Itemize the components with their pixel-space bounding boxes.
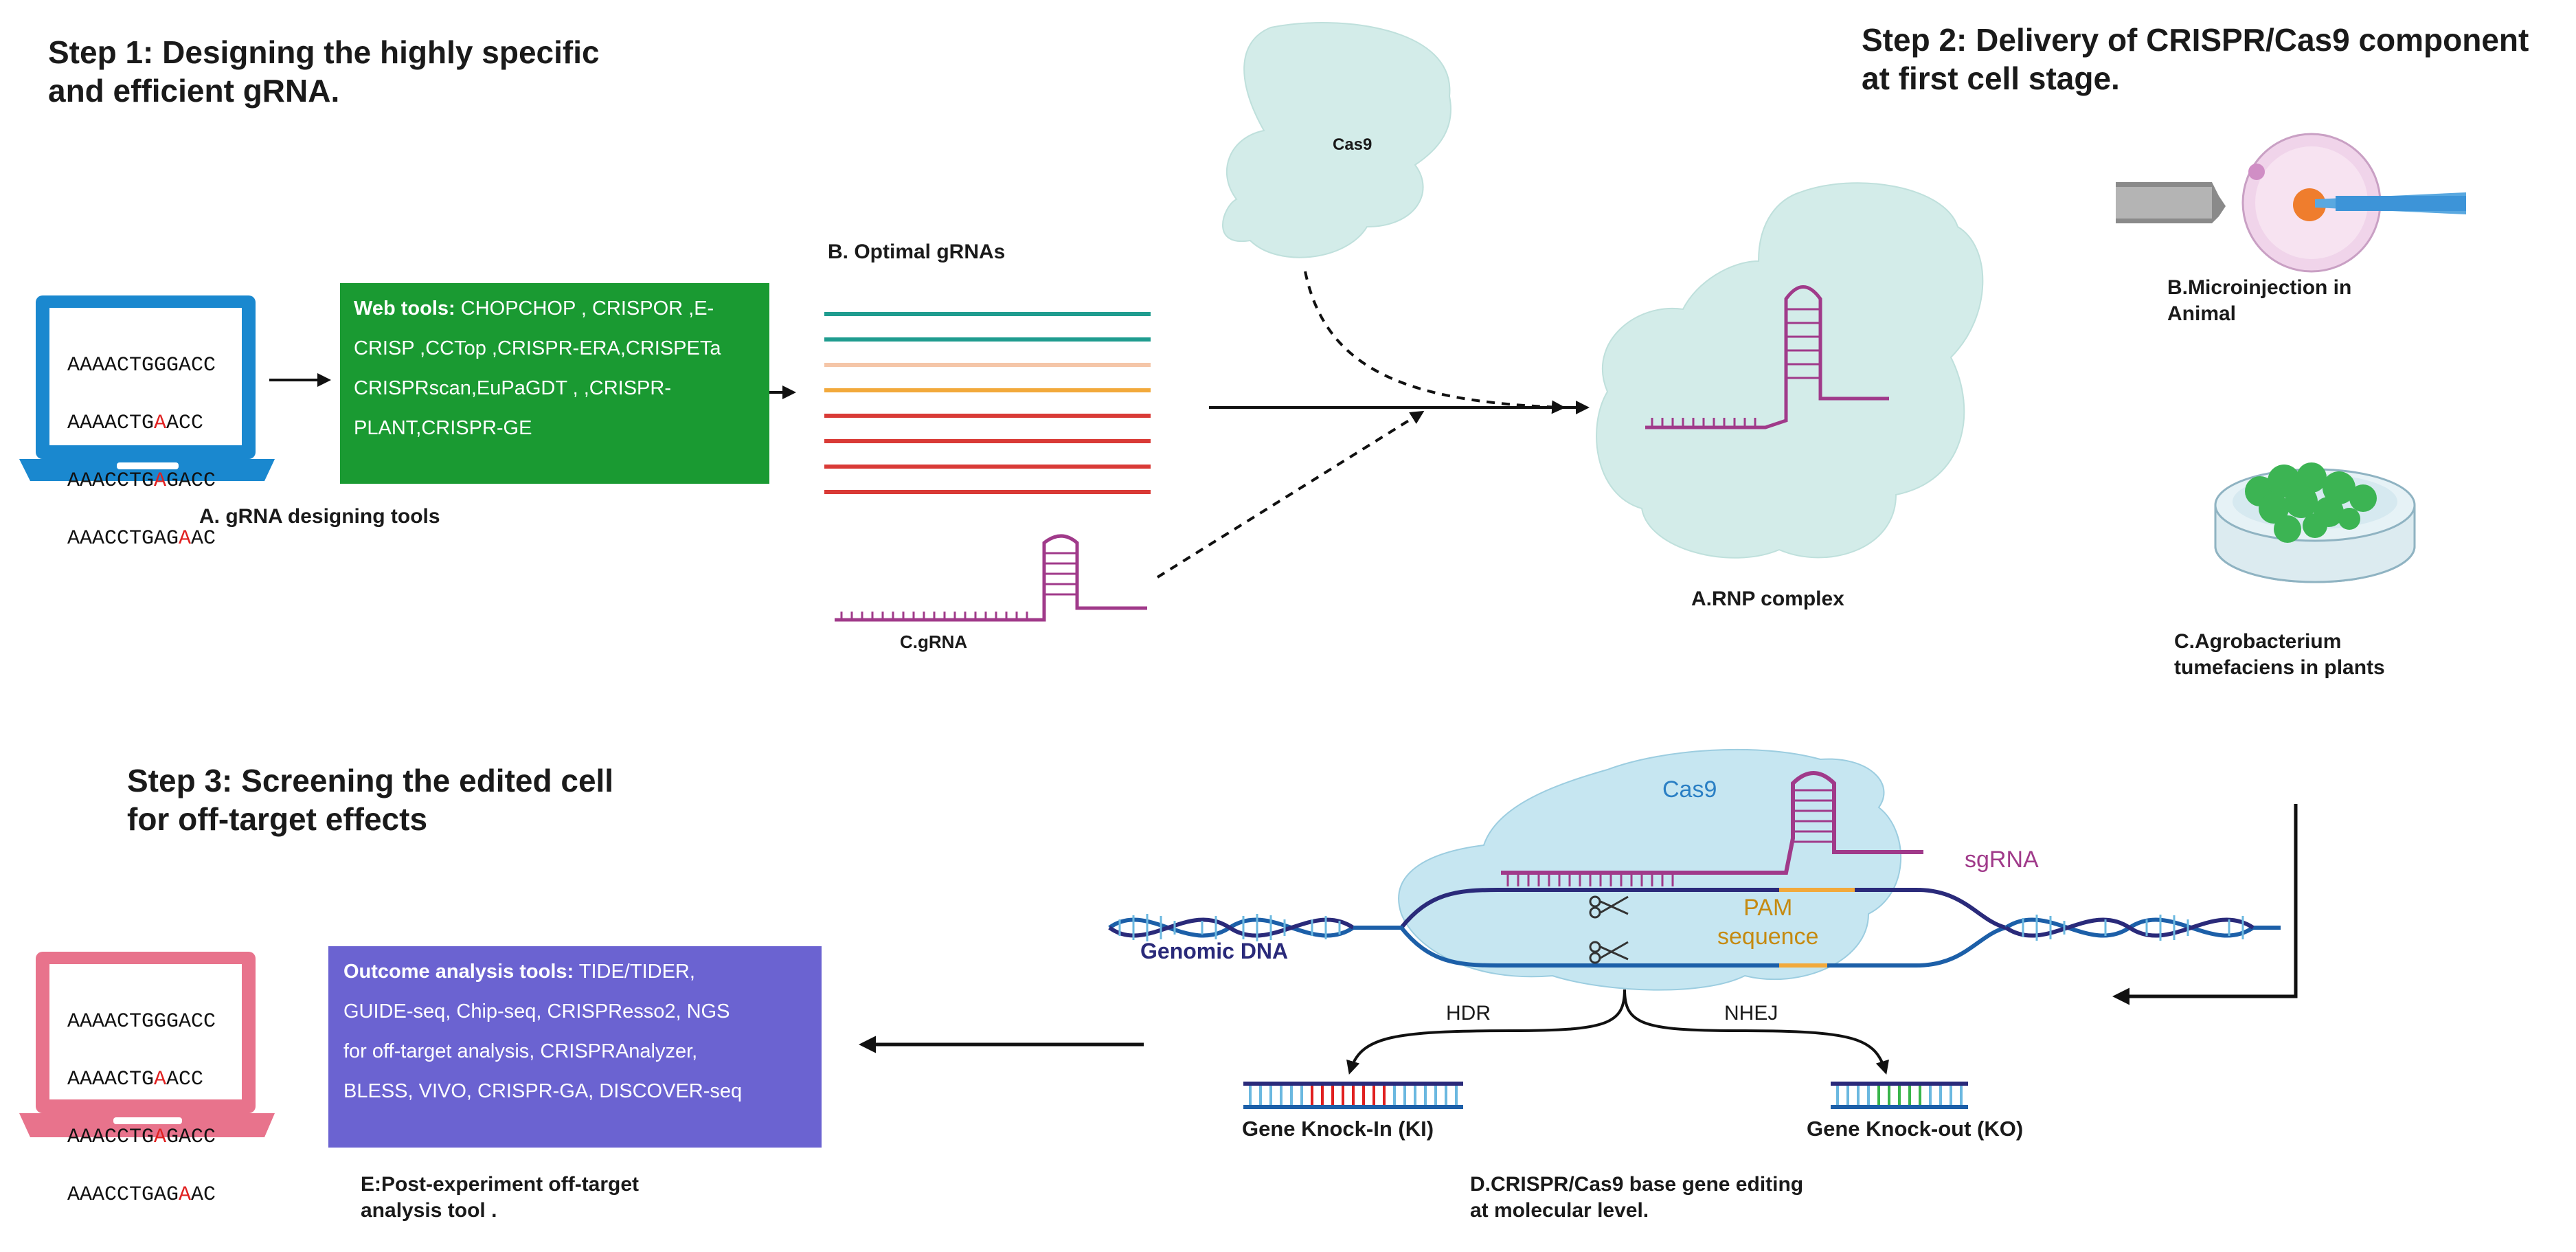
seq-line: AAACCTGAGAAC: [67, 527, 216, 550]
laptop-blue-icon: [19, 295, 275, 481]
caption-post-experiment-line1: E:Post-experiment off-target: [361, 1173, 640, 1196]
step3-heading-line2: for off-target effects: [127, 801, 428, 837]
grna-molecule: [835, 534, 1147, 622]
label-genomic-dna: Genomic DNA: [1140, 939, 1289, 963]
scissors-icon: [1589, 895, 1629, 964]
seq-line: AAAACTGGGACC: [67, 1010, 216, 1033]
web-tools-line4: PLANT,CRISPR-GE: [354, 417, 532, 439]
microinjection-icon: [2116, 133, 2466, 273]
outcome-tools-line4: BLESS, VIVO, CRISPR-GA, DISCOVER-seq: [343, 1080, 743, 1102]
cas9-protein-blob: [1222, 22, 1451, 258]
sgrna-molecule: [1501, 771, 1923, 886]
caption-post-experiment-line2: analysis tool .: [361, 1199, 497, 1222]
step1-heading-line1: Step 1: Designing the highly specific: [48, 34, 600, 70]
caption-optimal-grnas: B. Optimal gRNAs: [828, 241, 1006, 263]
step1-heading-line2: and efficient gRNA.: [48, 73, 340, 109]
step2-heading-line2: at first cell stage.: [1862, 60, 2120, 96]
label-pam-sequence: PAM sequence: [1717, 893, 1818, 951]
web-tools-line1: Web tools: CHOPCHOP , CRISPOR ,E-: [354, 298, 714, 320]
seq-line: AAAACTGGGACC: [67, 354, 216, 377]
caption-agrobacterium-line1: C.Agrobacterium: [2174, 630, 2342, 653]
laptop-blue-sequences: AAAACTGGGACC AAAACTGAACC AAACCTGAGACC AA…: [67, 317, 216, 568]
dashed-arrow-grna: [1156, 410, 1425, 579]
caption-post-experiment: E:Post-experiment off-target analysis to…: [361, 1172, 639, 1224]
step3-heading: Step 3: Screening the edited cell for of…: [127, 761, 613, 838]
caption-crispr-editing-line1: D.CRISPR/Cas9 base gene editing: [1470, 1173, 1804, 1196]
caption-grna: C.gRNA: [900, 631, 968, 652]
step3-heading-line1: Step 3: Screening the edited cell: [127, 763, 614, 798]
laptop-pink-sequences: AAAACTGGGACC AAAACTGAACC AAACCTGAGACC AA…: [67, 974, 216, 1224]
caption-microinjection-line2: Animal: [2167, 302, 2237, 325]
caption-agrobacterium-line2: tumefaciens in plants: [2174, 656, 2385, 679]
cas9-molecule-blob: [1398, 748, 1902, 991]
rnp-grna-molecule: [1645, 285, 1889, 429]
laptop-pink-icon: [19, 952, 275, 1137]
seq-line: AAAACTGAACC: [67, 412, 204, 435]
caption-agrobacterium: C.Agrobacterium tumefaciens in plants: [2174, 629, 2385, 681]
arrow-nhej: [1623, 989, 1889, 1075]
petri-dish-icon: [2214, 462, 2416, 583]
caption-microinjection-line1: B.Microinjection in: [2167, 276, 2352, 299]
web-tools-box: Web tools: CHOPCHOP , CRISPOR ,E- CRISP …: [340, 283, 769, 484]
outcome-tools-line2: GUIDE-seq, Chip-seq, CRISPResso2, NGS: [343, 1001, 730, 1022]
seq-line: AAAACTGAACC: [67, 1068, 204, 1091]
web-tools-line3: CRISPRscan,EuPaGDT , ,CRISPR-: [354, 377, 671, 399]
caption-microinjection: B.Microinjection in Animal: [2167, 275, 2351, 327]
arrow-step2-to-editing: [2112, 804, 2298, 1005]
caption-rnp-complex: A.RNP complex: [1691, 588, 1844, 610]
label-cas9-molecule: Cas9: [1662, 776, 1717, 803]
web-tools-line2: CRISP ,CCTop ,CRISPR-ERA,CRISPETa: [354, 337, 721, 359]
caption-crispr-editing-line2: at molecular level.: [1470, 1199, 1649, 1222]
label-nhej: NHEJ: [1724, 1002, 1778, 1025]
label-hdr: HDR: [1446, 1002, 1491, 1025]
label-pam-line2: sequence: [1717, 924, 1819, 950]
arrow-hdr: [1346, 989, 1626, 1075]
seq-line: AAACCTGAGACC: [67, 469, 216, 493]
dashed-arrow-cas9: [1304, 271, 1566, 414]
knock-in-dna: [1243, 1082, 1463, 1109]
caption-grna-designing-tools: A. gRNA designing tools: [199, 505, 440, 528]
step2-heading-line1: Step 2: Delivery of CRISPR/Cas9 componen…: [1862, 22, 2529, 58]
seq-line: AAACCTGAGACC: [67, 1126, 216, 1149]
rnp-complex-blob: [1596, 182, 1984, 559]
outcome-tools-box: Outcome analysis tools: TIDE/TIDER, GUID…: [328, 946, 822, 1148]
seq-line: AAACCTGAGAAC: [67, 1183, 216, 1207]
label-gene-knock-out: Gene Knock-out (KO): [1807, 1117, 2024, 1141]
step2-heading: Step 2: Delivery of CRISPR/Cas9 componen…: [1862, 21, 2529, 98]
outcome-tools-line1: Outcome analysis tools: TIDE/TIDER,: [343, 961, 695, 983]
caption-crispr-editing: D.CRISPR/Cas9 base gene editing at molec…: [1470, 1172, 1803, 1224]
optimal-grna-lines: [824, 312, 1151, 494]
outcome-tools-line3: for off-target analysis, CRISPRAnalyzer,: [343, 1040, 698, 1062]
label-sgrna: sgRNA: [1965, 847, 2039, 873]
caption-cas9-blob: Cas9: [1333, 135, 1372, 154]
step1-heading: Step 1: Designing the highly specific an…: [48, 33, 600, 110]
label-pam-line1: PAM: [1743, 895, 1793, 921]
genomic-dna-helix: [1108, 888, 2281, 968]
label-gene-knock-in: Gene Knock-In (KI): [1242, 1117, 1434, 1141]
knock-out-dna: [1831, 1082, 1968, 1109]
